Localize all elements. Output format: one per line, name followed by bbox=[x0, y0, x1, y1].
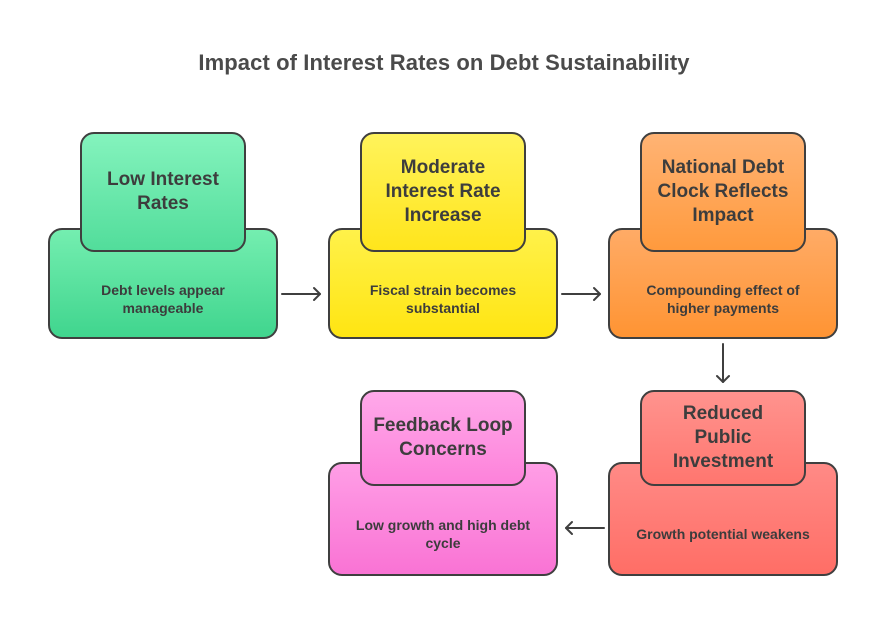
step-moderate-interest-rate-increase: Fiscal strain becomes substantial Modera… bbox=[328, 132, 562, 378]
step-title-tab: Low Interest Rates bbox=[80, 132, 246, 252]
step-reduced-public-investment: Growth potential weakens Reduced Public … bbox=[608, 390, 842, 636]
step-low-interest-rates: Debt levels appear manageable Low Intere… bbox=[48, 132, 282, 378]
step-title-tab: Moderate Interest Rate Increase bbox=[360, 132, 526, 252]
arrow-step2-to-step3 bbox=[561, 287, 601, 301]
step-title-tab: National Debt Clock Reflects Impact bbox=[640, 132, 806, 252]
step-title-tab: Reduced Public Investment bbox=[640, 390, 806, 486]
step-title-tab: Feedback Loop Concerns bbox=[360, 390, 526, 486]
step-national-debt-clock: Compounding effect of higher payments Na… bbox=[608, 132, 842, 378]
page-title: Impact of Interest Rates on Debt Sustain… bbox=[198, 50, 690, 75]
arrow-step1-to-step2 bbox=[281, 287, 321, 301]
step-feedback-loop-concerns: Low growth and high debt cycle Feedback … bbox=[328, 390, 562, 636]
arrow-step4-to-step5 bbox=[565, 521, 605, 535]
